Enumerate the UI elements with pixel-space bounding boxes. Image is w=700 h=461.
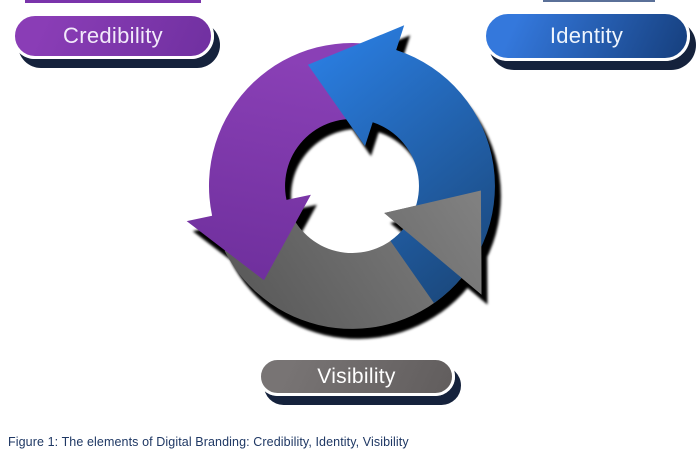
visibility-arrow-head	[384, 190, 482, 295]
figure-caption: Figure 1: The elements of Digital Brandi…	[8, 435, 409, 449]
visibility-pill-label: Visibility	[317, 365, 396, 388]
cropped-purple-strip	[25, 0, 201, 3]
credibility-pill: Credibility	[12, 13, 214, 59]
visibility-pill: Visibility	[258, 357, 455, 396]
credibility-pill-label: Credibility	[63, 23, 163, 48]
cropped-navy-strip	[543, 0, 655, 2]
identity-pill-label: Identity	[549, 23, 624, 48]
identity-pill: Identity	[483, 11, 690, 61]
